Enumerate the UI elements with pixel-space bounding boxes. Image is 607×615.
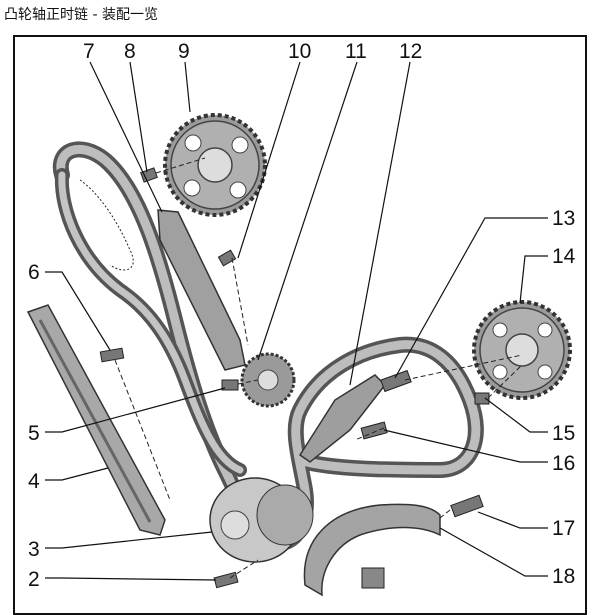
callout-15: 15 [552,422,575,445]
crankshaft-sprocket [209,477,314,563]
callout-9: 9 [178,40,190,63]
assembly-lines [114,157,523,579]
guide-rail-lower [303,503,441,597]
callout-3: 3 [28,538,40,561]
leader-lines [45,61,548,581]
callout-13: 13 [552,207,575,230]
guide-rail-left [26,304,166,536]
callout-2: 2 [28,568,40,591]
callout-11: 11 [345,40,367,63]
callout-16: 16 [552,452,575,475]
callout-10: 10 [288,40,311,63]
camshaft-sprocket-right [472,300,572,400]
callout-4: 4 [28,470,40,493]
timing-chain [52,141,484,551]
intermediate-sprocket [240,352,296,408]
callout-14: 14 [552,245,576,268]
callout-17: 17 [552,517,575,540]
callout-labels: 7 8 9 10 11 12 13 14 15 16 17 18 6 5 4 3… [28,40,576,591]
callout-8: 8 [124,40,136,63]
callout-12: 12 [399,40,422,63]
callout-18: 18 [552,565,575,588]
assembly-diagram: 7 8 9 10 11 12 13 14 15 16 17 18 6 5 4 3… [26,40,576,597]
callout-7: 7 [83,40,95,63]
page-title: 凸轮轴正时链 - 装配一览 [4,7,158,23]
camshaft-sprocket-upper [163,113,267,217]
callout-5: 5 [28,422,40,445]
callout-6: 6 [28,261,40,284]
